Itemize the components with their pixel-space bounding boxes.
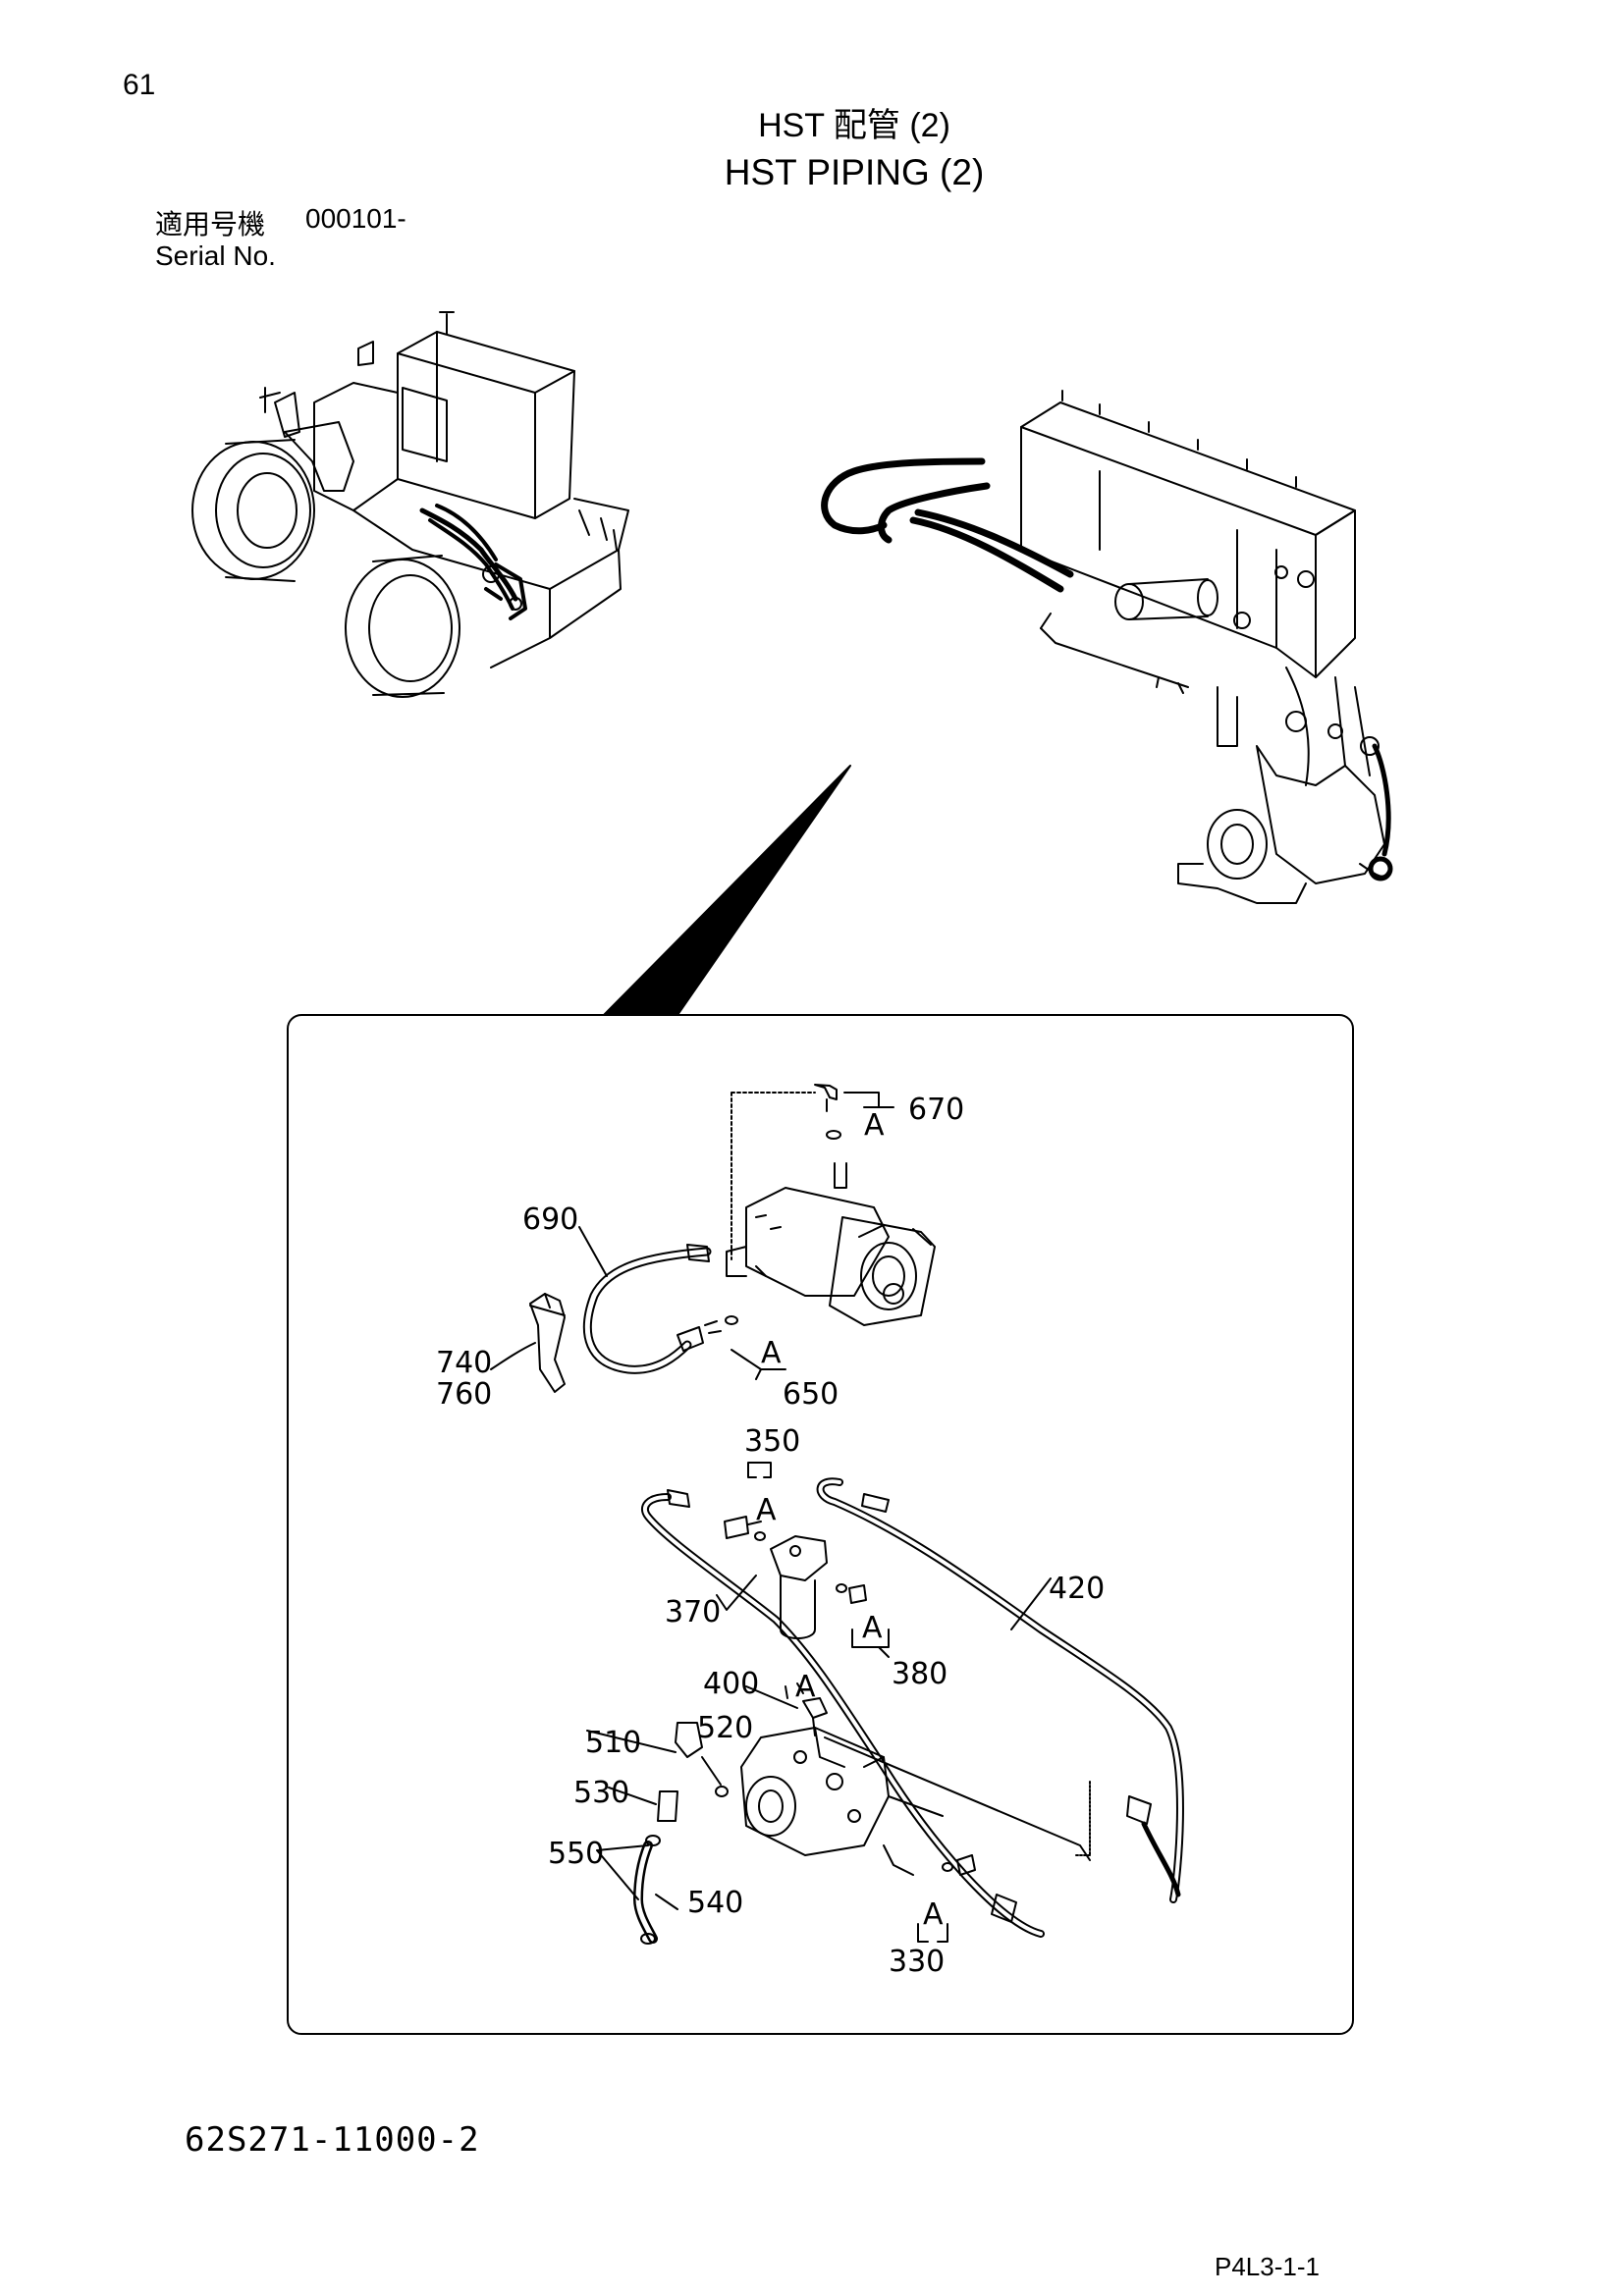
callout-350: 350	[744, 1424, 800, 1459]
callout-550: 550	[548, 1837, 604, 1871]
callout-420: 420	[1049, 1572, 1105, 1606]
zoom-wedge	[603, 765, 851, 1016]
callout-690: 690	[522, 1202, 578, 1237]
callout-510: 510	[585, 1726, 641, 1760]
hst-assembly-illustration	[821, 390, 1393, 904]
marker-a-380: A	[862, 1611, 883, 1645]
callout-740: 740	[436, 1346, 492, 1380]
callout-380: 380	[892, 1657, 947, 1691]
marker-a-400: A	[795, 1670, 816, 1704]
callout-540: 540	[687, 1886, 743, 1920]
callout-760: 760	[436, 1377, 492, 1412]
drawing-number: 62S271-11000-2	[185, 2120, 480, 2160]
page-number: 61	[123, 69, 156, 101]
page-title-japanese: HST 配管 (2)	[758, 107, 950, 144]
marker-a-330: A	[923, 1897, 944, 1932]
machine-overview-illustration	[191, 311, 629, 698]
callout-670: 670	[908, 1093, 964, 1127]
callout-400: 400	[703, 1667, 759, 1701]
exploded-parts-view	[490, 1084, 1184, 1945]
serial-label-japanese: 適用号機	[155, 209, 266, 240]
marker-a-650: A	[761, 1336, 782, 1370]
serial-number-value: 000101-	[305, 203, 406, 234]
serial-label-english: Serial No.	[155, 240, 276, 271]
detail-frame	[287, 1014, 1354, 2035]
callout-520: 520	[697, 1711, 753, 1745]
marker-a-670: A	[864, 1108, 885, 1143]
page-code: P4L3-1-1	[1215, 2252, 1320, 2281]
marker-a-350: A	[756, 1493, 777, 1527]
callout-650: 650	[783, 1377, 839, 1412]
callout-370: 370	[665, 1595, 721, 1629]
callout-330: 330	[889, 1945, 945, 1979]
callout-530: 530	[573, 1776, 629, 1810]
page-title-english: HST PIPING (2)	[724, 152, 985, 192]
